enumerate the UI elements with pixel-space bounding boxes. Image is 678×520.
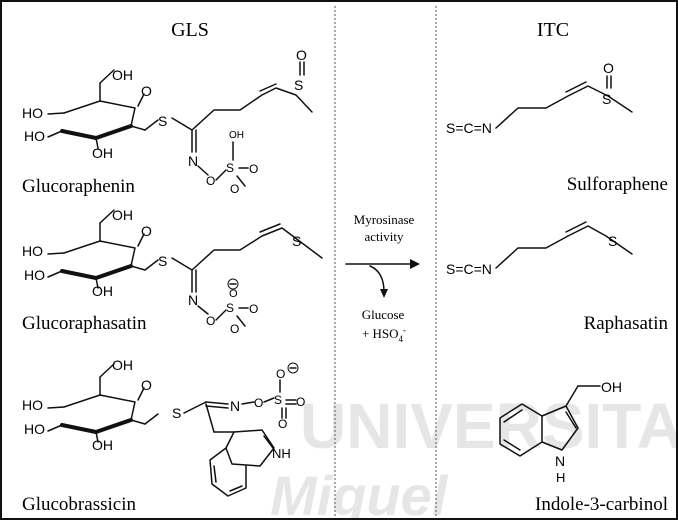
atom-oh: OH xyxy=(112,357,133,373)
atom-oh: OH xyxy=(92,437,113,453)
atom-s: S xyxy=(158,253,167,269)
atom-o: O xyxy=(249,162,258,176)
watermark-line1: UNIVERSITAS xyxy=(300,390,678,462)
atom-n: N xyxy=(188,153,198,169)
atom-oh: OH xyxy=(112,207,133,223)
structure-indole-3-carbinol: OH N H xyxy=(499,379,622,485)
atom-o: O xyxy=(296,47,307,63)
atom-ho: HO xyxy=(24,267,45,283)
atom-ncs: S=C=N xyxy=(446,261,492,277)
byproduct-arrow xyxy=(369,265,388,298)
atom-oh: OH xyxy=(92,145,113,161)
atom-o: O xyxy=(206,174,215,188)
atom-o: O xyxy=(141,377,152,393)
atom-n: N xyxy=(230,398,240,414)
atom-o: O xyxy=(229,288,238,300)
atom-s: S xyxy=(602,91,611,107)
atom-o: O xyxy=(141,223,152,239)
atom-ho: HO xyxy=(22,243,43,259)
atom-ho: HO xyxy=(22,105,43,121)
atom-s: S xyxy=(292,233,301,249)
atom-oh: OH xyxy=(92,283,113,299)
atom-o: O xyxy=(254,396,263,410)
atom-s: S xyxy=(226,301,234,315)
label-glucobrassicin: Glucobrassicin xyxy=(22,494,136,515)
negative-charge-icon xyxy=(287,362,299,374)
atom-n: N xyxy=(188,292,198,308)
structure-sulforaphene: S=C=N S O xyxy=(446,60,633,136)
atom-ho: HO xyxy=(24,128,45,144)
atom-s: S xyxy=(172,405,181,421)
label-sulforaphene: Sulforaphene xyxy=(567,174,668,195)
enzyme-label-line1: Myrosinase xyxy=(354,212,415,227)
atom-s: S xyxy=(608,233,617,249)
label-glucoraphasatin: Glucoraphasatin xyxy=(22,313,147,334)
atom-o: O xyxy=(206,314,215,328)
atom-o: O xyxy=(278,417,287,431)
label-indole-3-carbinol: Indole-3-carbinol xyxy=(535,494,668,515)
byproduct-sulfate: + HSO4- xyxy=(362,325,406,344)
watermark-line2: Miguel xyxy=(270,464,449,520)
atom-nh: NH xyxy=(272,446,291,461)
atom-s: S xyxy=(158,113,167,129)
reaction-arrow xyxy=(345,259,420,269)
atom-o: O xyxy=(230,322,239,336)
atom-o: O xyxy=(296,395,305,409)
atom-o: O xyxy=(603,60,614,76)
atom-oh: OH xyxy=(112,67,133,83)
atom-n: N xyxy=(555,453,565,469)
header-gls: GLS xyxy=(171,19,209,41)
negative-charge-icon xyxy=(227,278,239,290)
atom-o: O xyxy=(141,83,152,99)
label-raphasatin: Raphasatin xyxy=(584,313,669,334)
atom-ncs: S=C=N xyxy=(446,120,492,136)
enzyme-label-line2: activity xyxy=(365,229,404,244)
atom-s: S xyxy=(226,161,234,175)
atom-ho: HO xyxy=(24,421,45,437)
atom-oh: OH xyxy=(601,379,622,395)
structure-glucoraphasatin: OH HO HO OH O S S N O S O O O xyxy=(22,207,323,336)
structure-glucobrassicin: OH HO HO OH O S N O S O O O NH xyxy=(22,357,305,497)
atom-h: H xyxy=(556,470,565,485)
structure-glucoraphenin: OH HO HO OH O S S O N O S OH O O xyxy=(22,47,313,196)
atom-s: S xyxy=(294,77,303,93)
atom-o: O xyxy=(249,302,258,316)
byproduct-glucose: Glucose xyxy=(362,307,405,322)
atom-ho: HO xyxy=(22,397,43,413)
label-glucoraphenin: Glucoraphenin xyxy=(22,176,135,197)
structure-raphasatin: S=C=N S xyxy=(446,221,633,277)
atom-s: S xyxy=(274,393,282,407)
atom-o: O xyxy=(276,367,285,381)
atom-o: O xyxy=(230,182,239,196)
atom-oh: OH xyxy=(229,130,244,141)
header-itc: ITC xyxy=(537,19,569,41)
